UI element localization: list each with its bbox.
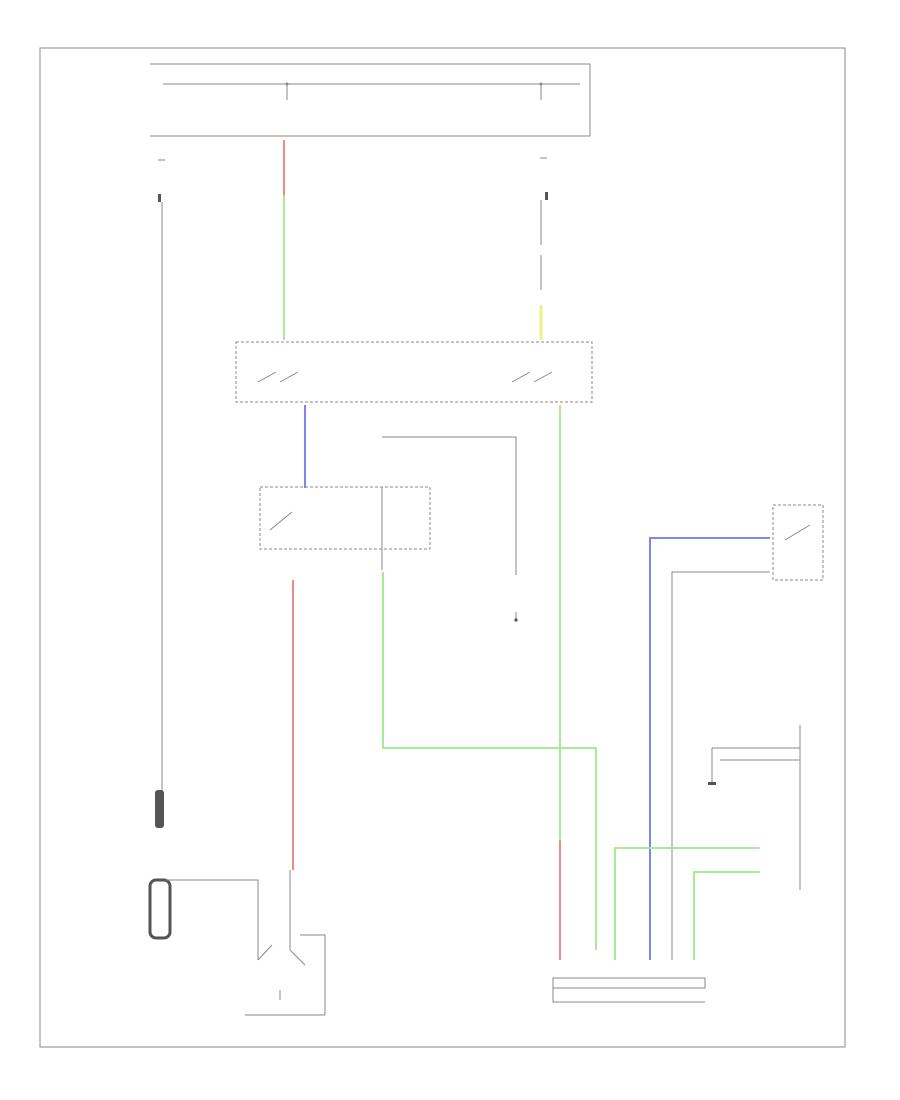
relay-left-contact-icon <box>158 194 161 202</box>
top-module <box>150 63 591 137</box>
relay-left-top <box>155 159 165 828</box>
ecu-ground-icon <box>708 782 716 785</box>
wire-gray-switch <box>671 571 770 960</box>
ecu-right <box>708 725 801 890</box>
pressure-switch <box>772 504 824 581</box>
wire-green-ecu-2 <box>693 871 760 960</box>
bottom-connector <box>552 977 706 1003</box>
battery-icon <box>148 878 172 940</box>
fuel-sensor-icon <box>155 790 164 828</box>
wire-green-ecu-1 <box>614 847 760 960</box>
wire-green-relay <box>382 572 597 950</box>
diagram-frame <box>39 47 846 1048</box>
starter <box>245 870 326 1016</box>
battery <box>148 878 259 960</box>
junction-block <box>235 341 593 403</box>
starter-relay <box>259 436 517 575</box>
relay-right-top <box>540 157 548 290</box>
relay-right-contact-icon <box>545 192 548 200</box>
ground-symbol <box>514 612 518 622</box>
wire-blue-long <box>649 537 770 960</box>
